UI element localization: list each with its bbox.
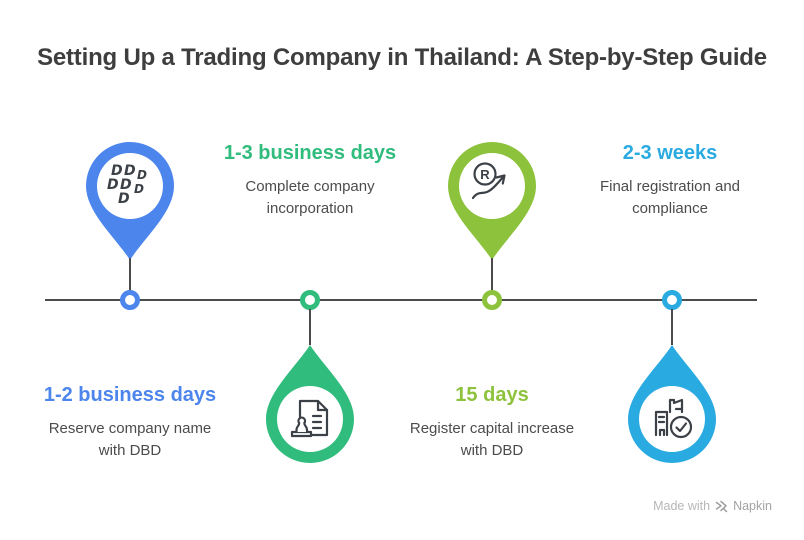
pin-stem-step2: [309, 309, 311, 345]
pin-stem-step3: [491, 258, 493, 291]
pin-inner-circle: [459, 153, 525, 219]
stamp-document-icon: [290, 399, 329, 438]
step2-label: 1-3 business days Complete company incor…: [215, 142, 405, 220]
page-title: Setting Up a Trading Company in Thailand…: [37, 44, 767, 71]
step1-description: Reserve company name with DBD: [48, 420, 212, 459]
map-pin-marker-step4: [628, 345, 716, 463]
svg-text:D: D: [107, 177, 119, 193]
svg-text:R: R: [480, 167, 490, 182]
timeline-node-step1: [120, 290, 140, 310]
step2-duration: 1-3 business days: [223, 142, 397, 164]
pin-stem-step1: [129, 258, 131, 291]
map-pin-marker-step2: [266, 345, 354, 463]
timeline-line: [45, 299, 757, 301]
step3-description: Register capital increase with DBD: [409, 420, 575, 459]
pin-stem-step4: [671, 309, 673, 345]
pin-inner-circle: [639, 386, 705, 452]
pin-inner-circle: [97, 153, 163, 219]
step2-description: Complete company incorporation: [245, 178, 375, 217]
step1-label: 1-2 business days Reserve company name w…: [25, 384, 235, 462]
timeline-node-step3: [482, 290, 502, 310]
svg-text:D: D: [111, 163, 123, 179]
watermark-brand: Napkin: [733, 499, 772, 513]
watermark-prefix: Made with: [653, 499, 711, 513]
timeline-node-step4: [662, 290, 682, 310]
step4-duration: 2-3 weeks: [622, 142, 718, 164]
napkin-logo-icon: [715, 500, 728, 512]
step3-duration: 15 days: [455, 384, 529, 406]
pin-inner-circle: [277, 386, 343, 452]
step1-duration: 1-2 business days: [43, 384, 217, 406]
map-pin-marker-step3: R: [448, 142, 536, 260]
svg-text:D: D: [137, 168, 147, 182]
svg-text:D: D: [120, 177, 132, 193]
svg-text:D: D: [124, 163, 136, 179]
svg-text:D: D: [134, 182, 144, 196]
step4-description: Final registration and compliance: [599, 178, 741, 217]
svg-text:D: D: [118, 191, 130, 207]
step3-label: 15 days Register capital increase with D…: [392, 384, 592, 462]
step4-label: 2-3 weeks Final registration and complia…: [575, 142, 765, 220]
timeline-node-step2: [300, 290, 320, 310]
building-check-icon: [654, 398, 693, 439]
watermark: Made with Napkin: [653, 499, 772, 513]
registered-trademark-growth-icon: R: [471, 162, 506, 200]
